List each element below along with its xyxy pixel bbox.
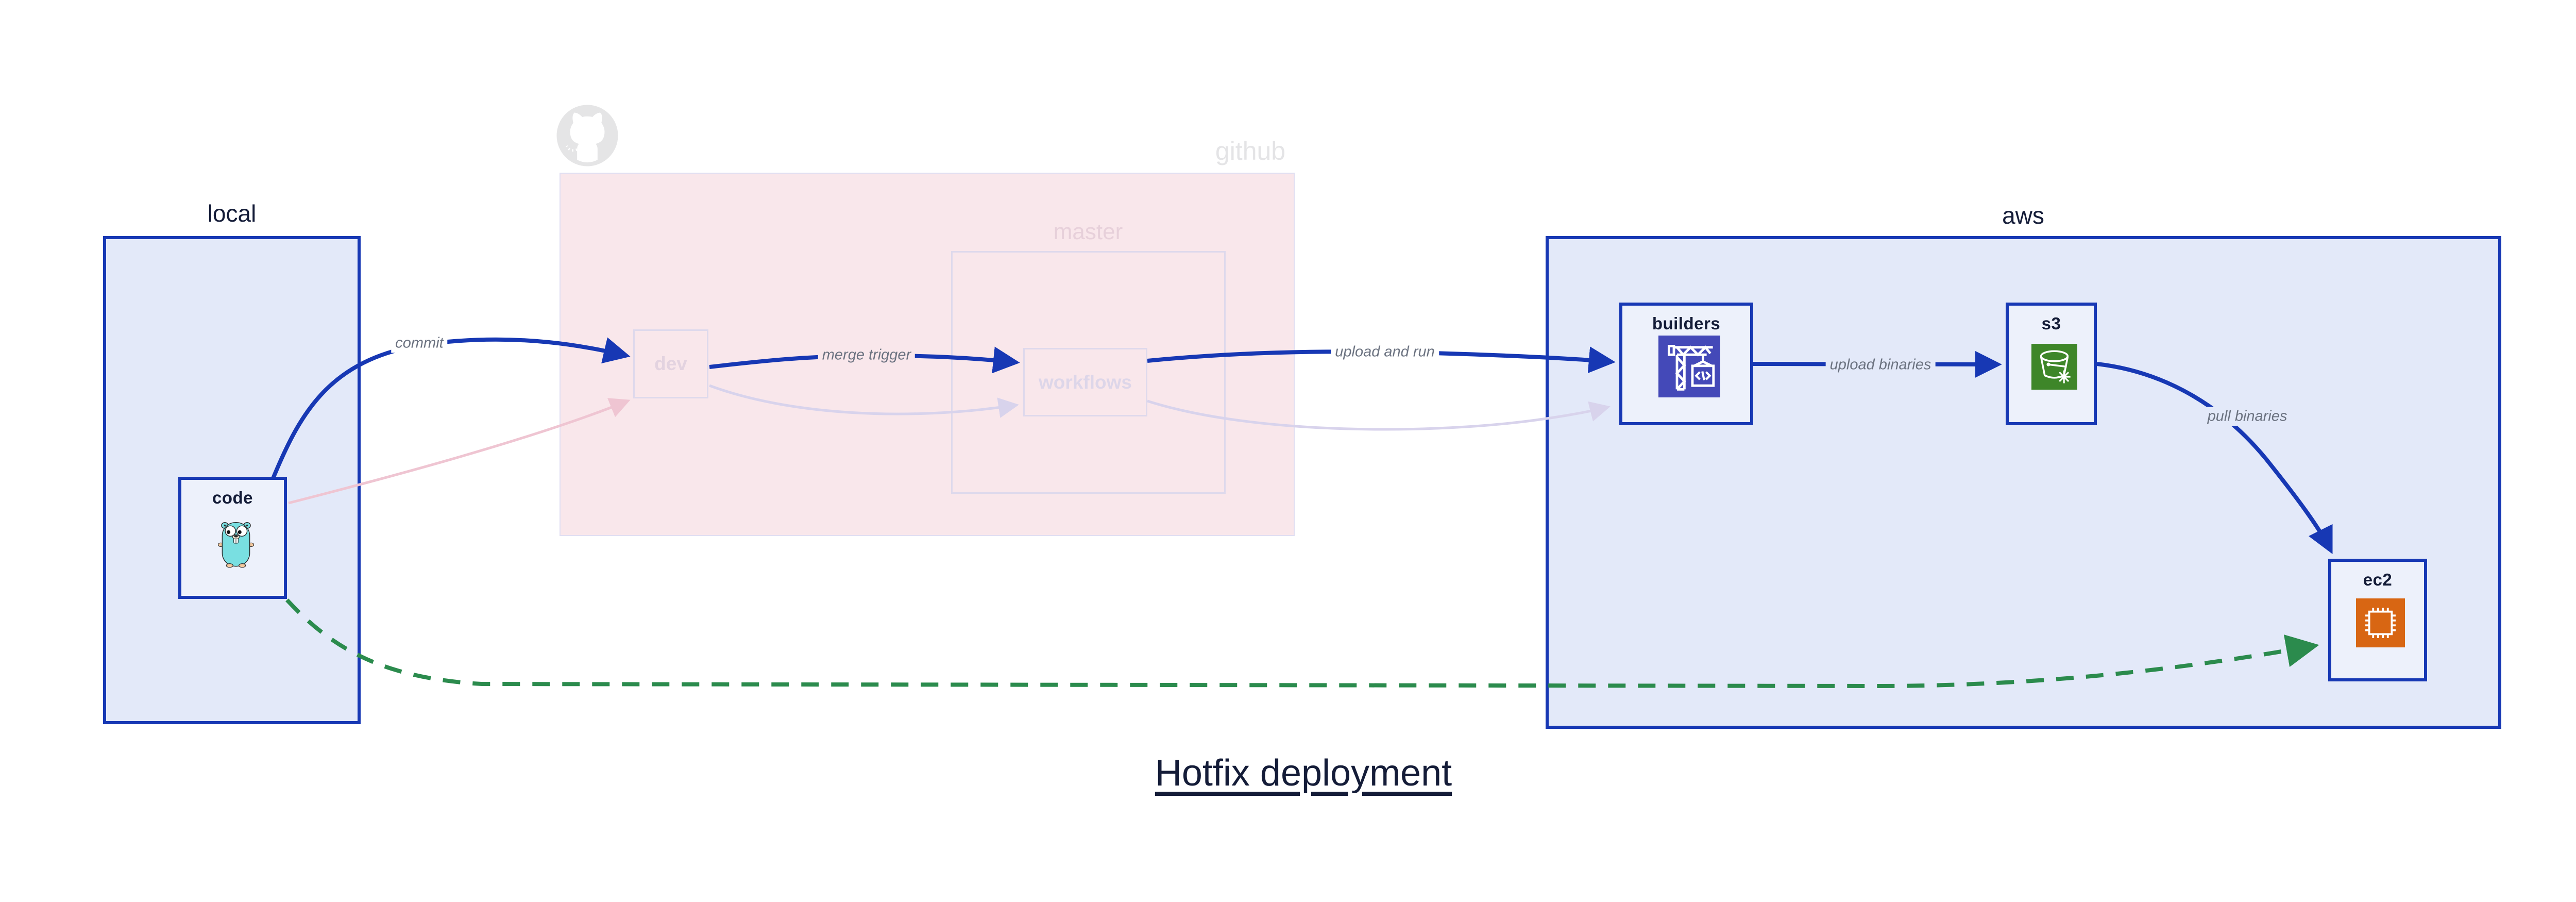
gopher-icon: [217, 513, 255, 574]
faded-edge-code-dev: [288, 398, 631, 505]
ec2-chip-icon: [2356, 598, 2405, 647]
node-workflows: workflows: [1023, 348, 1147, 416]
github-octocat-icon: [555, 104, 619, 168]
hotfix-dashed-edge: [285, 598, 2319, 689]
local-container-label: local: [207, 200, 257, 227]
commit-edge: [271, 337, 631, 479]
faded-edge-workflows-builders: [1147, 399, 1611, 431]
github-container-label: github: [1215, 137, 1286, 165]
diagram-title: Hotfix deployment: [1155, 753, 1452, 794]
node-dev: dev: [633, 329, 708, 398]
upload-and-run-edge-label: upload and run: [1331, 342, 1439, 362]
merge-trigger-edge-label: merge trigger: [818, 345, 916, 365]
node-code-label: code: [212, 488, 253, 507]
container-master: [951, 251, 1226, 494]
node-code: code: [178, 477, 287, 599]
codebuild-crane-icon: [1658, 336, 1720, 397]
node-workflows-label: workflows: [1039, 371, 1132, 393]
node-s3: s3: [2006, 303, 2097, 425]
pull-binaries-edge-label: pull binaries: [2203, 407, 2292, 426]
aws-container-label: aws: [2002, 202, 2044, 229]
master-container-label: master: [1053, 219, 1123, 244]
node-ec2: ec2: [2328, 559, 2427, 681]
s3-bucket-snowflake-icon: [2031, 344, 2077, 390]
faded-edge-dev-workflows: [709, 384, 1019, 418]
commit-edge-label: commit: [391, 333, 448, 353]
node-builders: builders: [1619, 303, 1753, 425]
pull-binaries-edge: [2096, 362, 2333, 554]
upload-binaries-edge-label: upload binaries: [1825, 355, 1936, 375]
node-ec2-label: ec2: [2363, 570, 2393, 589]
node-builders-label: builders: [1652, 314, 1721, 333]
node-s3-label: s3: [2041, 314, 2061, 333]
node-dev-label: dev: [654, 353, 687, 374]
